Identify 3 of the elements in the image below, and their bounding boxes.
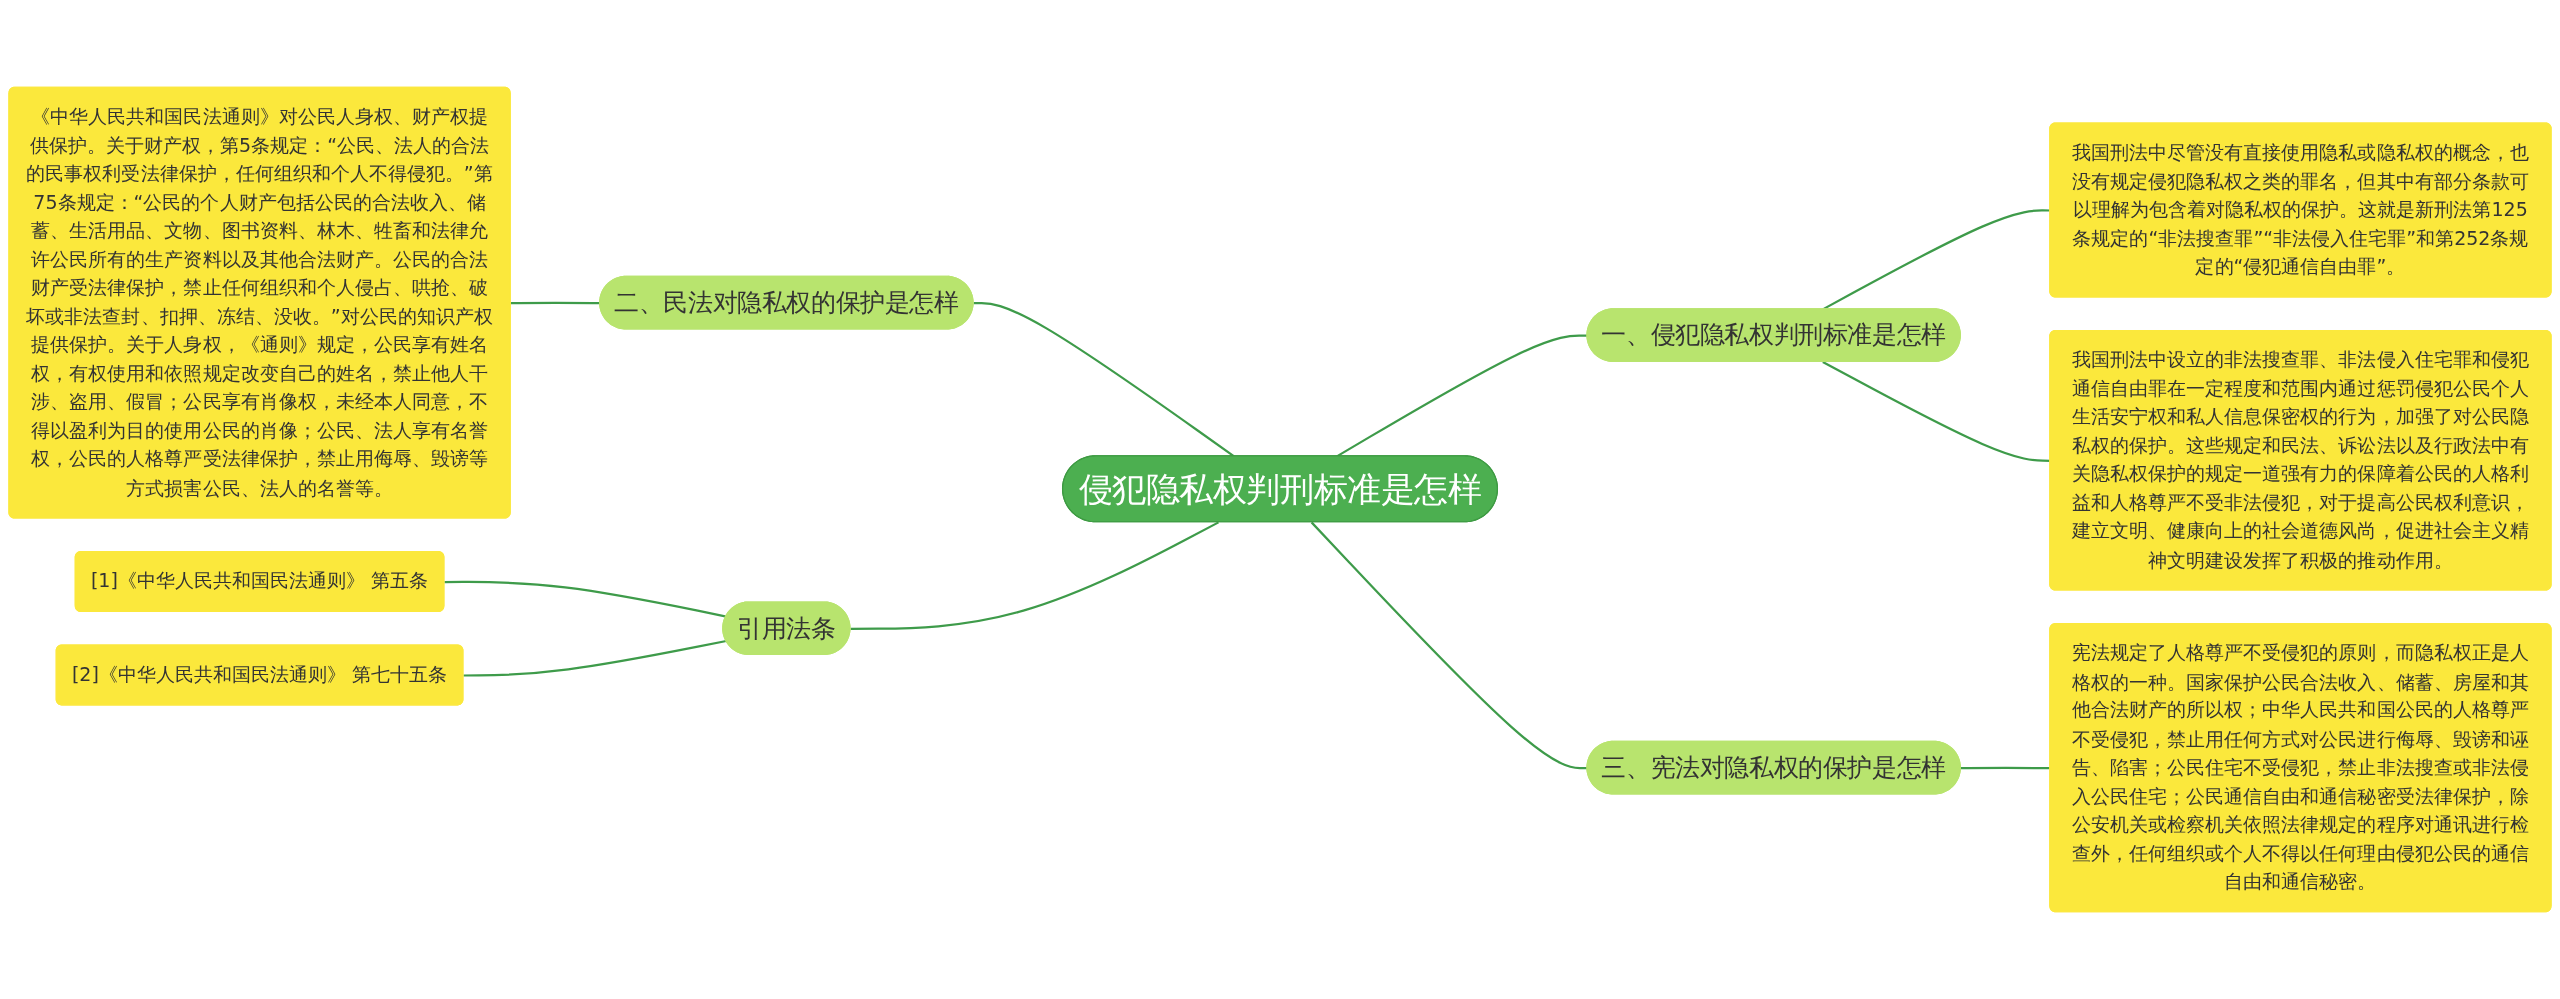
connector <box>463 639 727 677</box>
connector <box>444 580 727 618</box>
connector <box>850 521 1219 630</box>
